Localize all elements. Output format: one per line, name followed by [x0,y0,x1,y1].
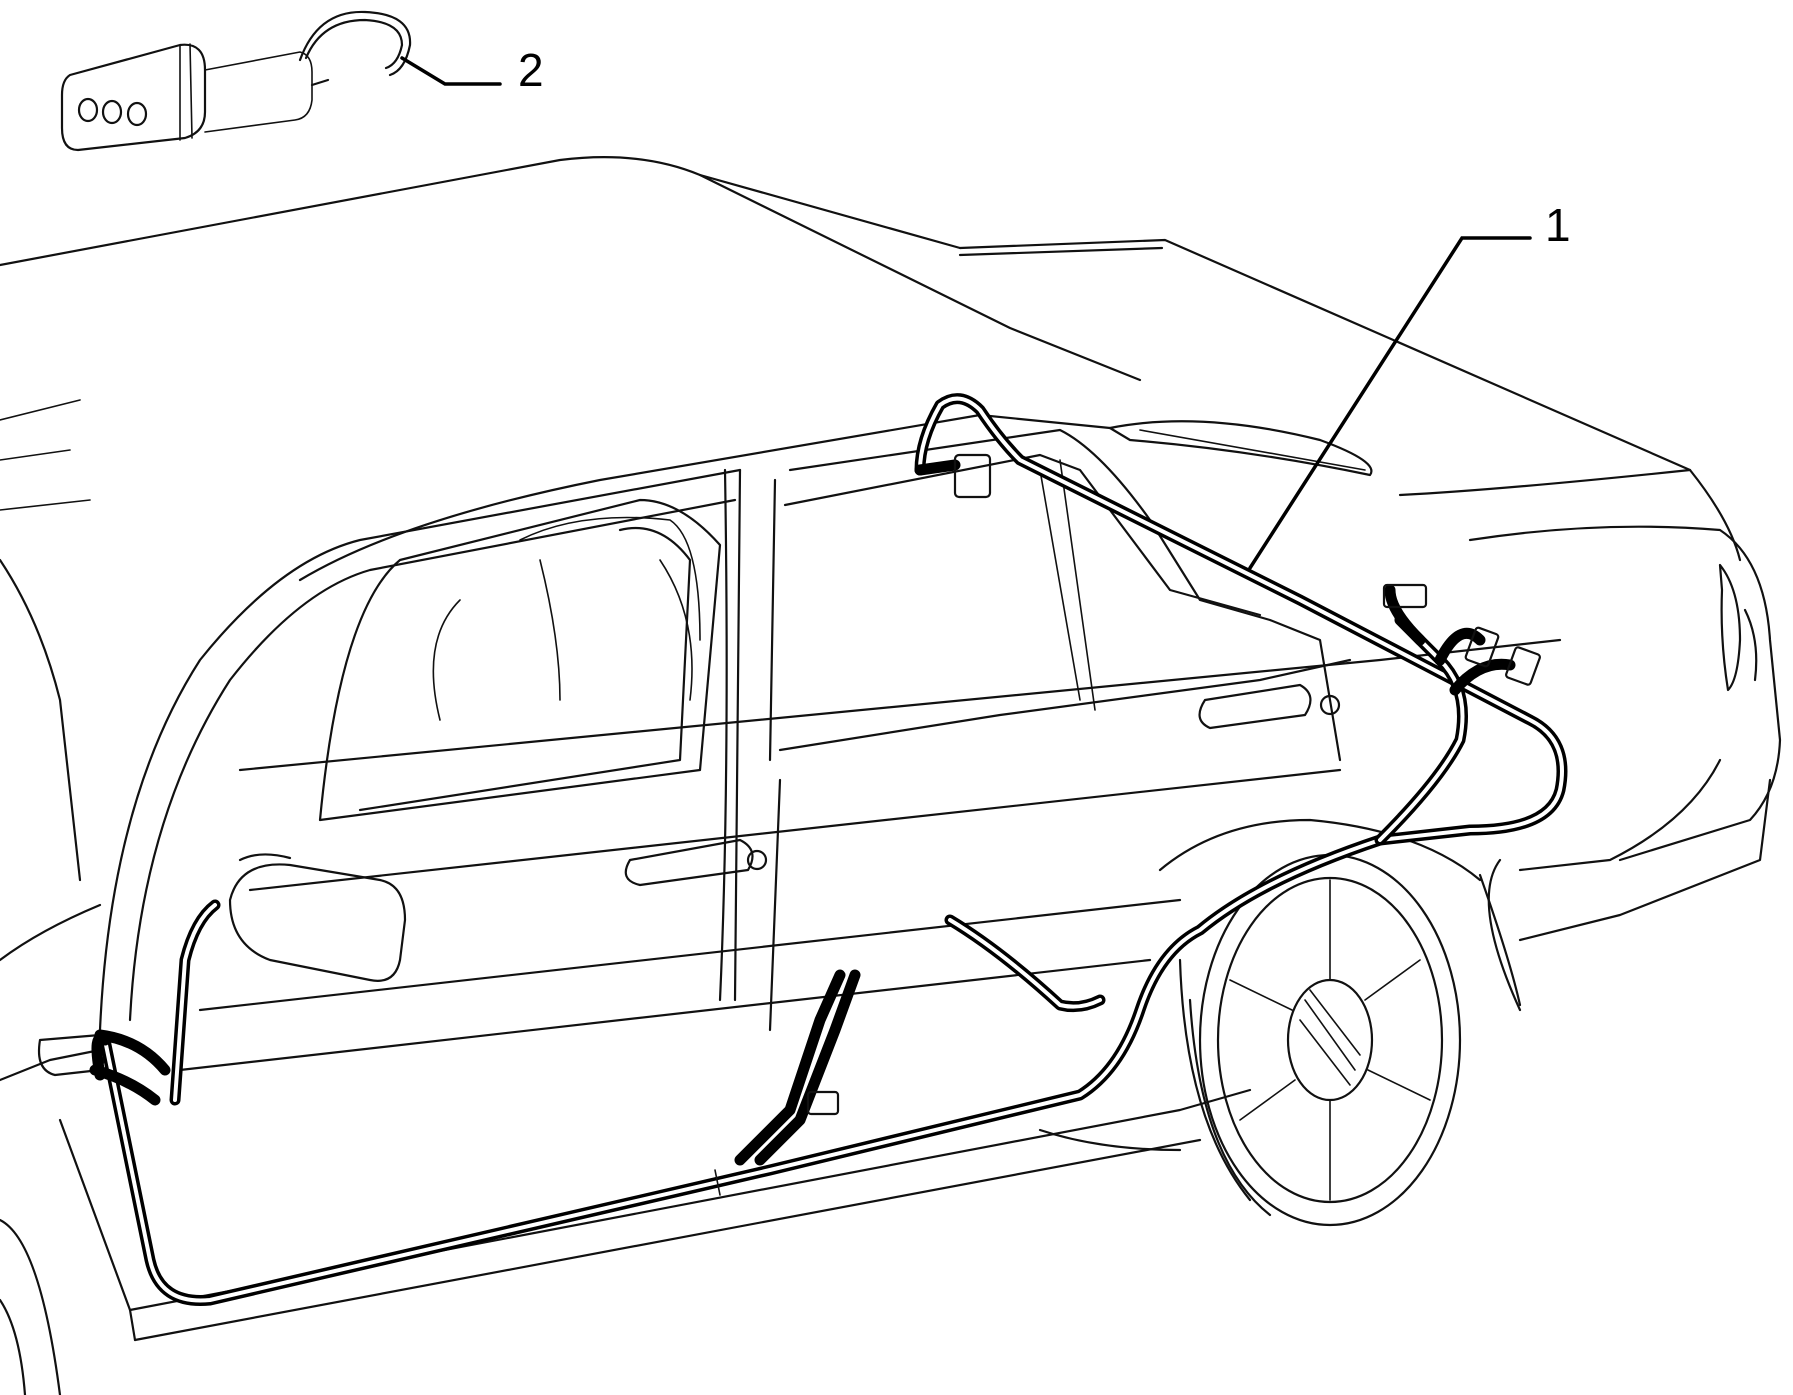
rear-connector-b [1464,626,1500,668]
leader-line-1 [1248,236,1532,570]
rear-connector-c [1505,646,1541,686]
door-connector [806,1090,840,1116]
car-body [0,156,1782,1395]
leader-line-2 [400,56,502,86]
connector-part-2 [60,10,412,152]
roof-connector [953,453,992,499]
wiring-harness-part-1 [89,393,1568,1306]
callout-label-1: 1 [1545,199,1571,251]
callout-label-2: 2 [518,44,544,96]
rear-connector-a [1382,583,1428,609]
